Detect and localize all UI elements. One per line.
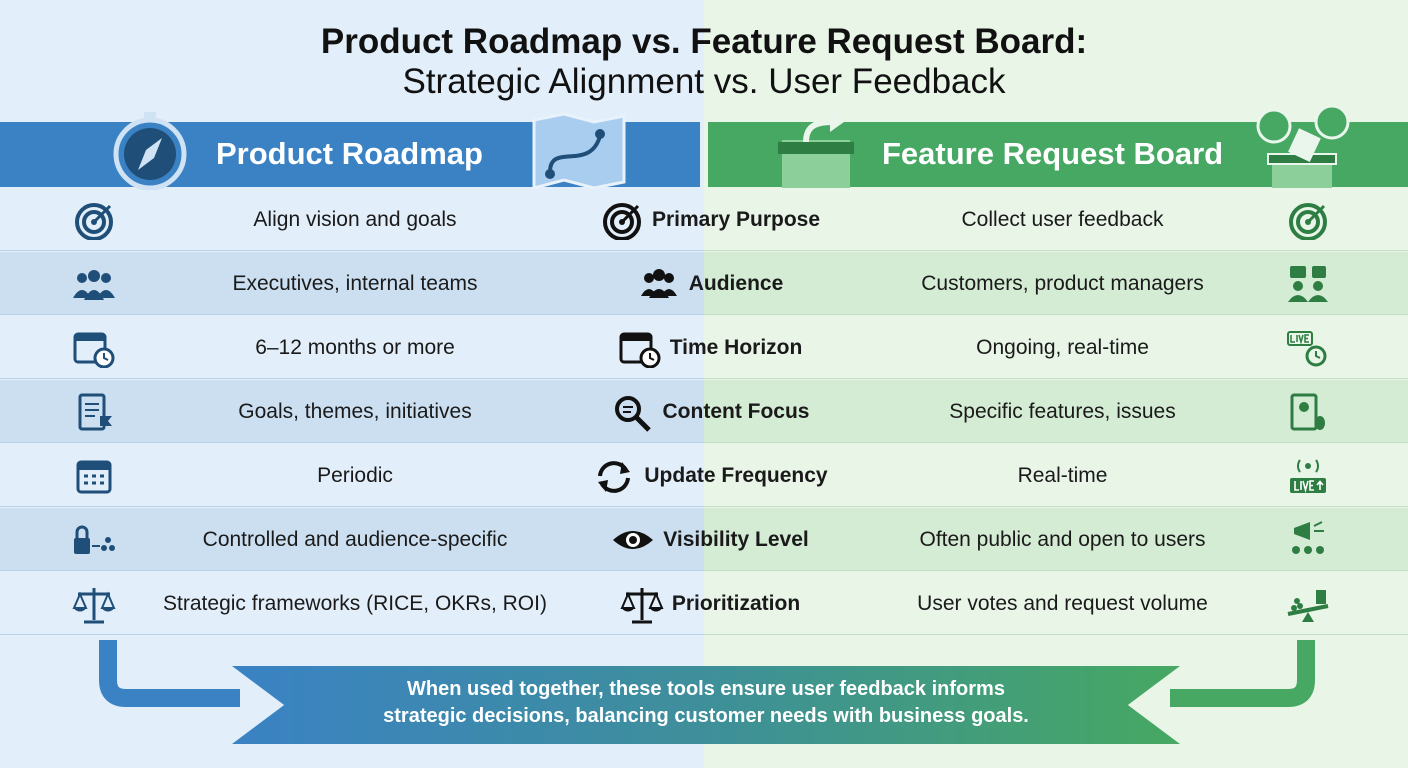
comparison-row: Periodic Update Frequency Real-time: [0, 444, 1408, 508]
calendar-clock-icon: [618, 328, 662, 368]
summary-text: When used together, these tools ensure u…: [232, 676, 1180, 730]
feature-board-value: Ongoing, real-time: [976, 336, 1149, 359]
comparison-row: Strategic frameworks (RICE, OKRs, ROI) P…: [0, 572, 1408, 636]
criterion-text: Visibility Level: [663, 528, 809, 551]
document-gear-bug-icon: [1286, 392, 1330, 432]
criterion-text: Time Horizon: [669, 336, 803, 359]
row-right-bg: [704, 252, 1408, 315]
target-icon: [72, 200, 116, 240]
criterion-label: Content Focus: [575, 380, 845, 444]
row-left-bg: [0, 316, 704, 379]
feature-board-value: Often public and open to users: [919, 528, 1206, 551]
feature-board-value: Collect user feedback: [961, 208, 1164, 231]
ballot-box-icon: [776, 112, 856, 188]
feature-board-value: Specific features, issues: [949, 400, 1176, 423]
criterion-label: Prioritization: [575, 572, 845, 636]
row-right-bg: [704, 188, 1408, 251]
feature-board-value: Customers, product managers: [921, 272, 1204, 295]
megaphone-crowd-icon: [1286, 520, 1330, 560]
comparison-row: Executives, internal teams Audience Cust…: [0, 252, 1408, 316]
compass-icon: [110, 110, 190, 190]
row-left-bg: [0, 188, 704, 251]
criterion-text: Audience: [688, 272, 784, 295]
row-right-bg: [704, 316, 1408, 379]
seesaw-icon: [1286, 584, 1330, 624]
live-broadcast-icon: [1286, 456, 1330, 496]
magnifier-icon: [611, 392, 655, 432]
map-icon: [530, 112, 630, 192]
thumbs-vote-icon: [1254, 106, 1350, 188]
row-left-bg: [0, 444, 704, 507]
refresh-icon: [592, 456, 636, 496]
criterion-text: Primary Purpose: [651, 208, 821, 231]
summary-line-1: When used together, these tools ensure u…: [407, 678, 1005, 700]
roadmap-value: Controlled and audience-specific: [202, 528, 508, 551]
roadmap-value: 6–12 months or more: [255, 336, 455, 359]
feature-request-board-label: Feature Request Board: [882, 136, 1224, 171]
target-icon: [600, 200, 644, 240]
row-right-bg: [704, 508, 1408, 571]
roadmap-value: Executives, internal teams: [232, 272, 478, 295]
title: Product Roadmap vs. Feature Request Boar…: [0, 22, 1408, 102]
document-flag-icon: [72, 392, 116, 432]
roadmap-value: Strategic frameworks (RICE, OKRs, ROI): [163, 592, 547, 615]
roadmap-value: Goals, themes, initiatives: [238, 400, 472, 423]
live-clock-icon: [1286, 328, 1330, 368]
roadmap-value: Align vision and goals: [253, 208, 457, 231]
criterion-label: Visibility Level: [575, 508, 845, 572]
comparison-row: Goals, themes, initiatives Content Focus…: [0, 380, 1408, 444]
feature-board-value: Real-time: [1017, 464, 1108, 487]
calendar-icon: [72, 456, 116, 496]
chat-users-icon: [1286, 264, 1330, 304]
title-line-1: Product Roadmap vs. Feature Request Boar…: [320, 22, 1088, 61]
feature-board-value: User votes and request volume: [917, 592, 1208, 615]
summary-banner: [232, 666, 1180, 744]
criterion-label: Primary Purpose: [575, 188, 845, 252]
comparison-row: 6–12 months or more Time Horizon Ongoing…: [0, 316, 1408, 380]
right-connector-arrow: [1170, 640, 1315, 707]
calendar-clock-icon: [72, 328, 116, 368]
scale-icon: [620, 584, 664, 624]
lock-group-icon: [72, 520, 116, 560]
criterion-text: Content Focus: [662, 400, 810, 423]
criterion-label: Update Frequency: [575, 444, 845, 508]
criterion-label: Time Horizon: [575, 316, 845, 380]
connector-arrows: [99, 640, 1315, 707]
criterion-text: Update Frequency: [644, 464, 828, 487]
comparison-row: Controlled and audience-specific Visibil…: [0, 508, 1408, 572]
people-icon: [637, 264, 681, 304]
summary-line-2: strategic decisions, balancing customer …: [383, 705, 1029, 727]
left-connector-arrow: [99, 640, 240, 707]
eye-icon: [611, 520, 655, 560]
row-right-bg: [704, 444, 1408, 507]
title-line-2: Strategic Alignment vs. User Feedback: [402, 62, 1006, 101]
comparison-row: Align vision and goals Primary Purpose C…: [0, 188, 1408, 252]
roadmap-value: Periodic: [317, 464, 393, 487]
team-icon: [72, 264, 116, 304]
row-left-bg: [0, 572, 704, 635]
row-left-bg: [0, 252, 704, 315]
criterion-label: Audience: [575, 252, 845, 316]
scale-icon: [72, 584, 116, 624]
row-right-bg: [704, 572, 1408, 635]
criterion-text: Prioritization: [671, 592, 801, 615]
row-left-bg: [0, 380, 704, 443]
row-left-bg: [0, 508, 704, 571]
target-icon: [1286, 200, 1330, 240]
product-roadmap-label: Product Roadmap: [216, 136, 483, 171]
